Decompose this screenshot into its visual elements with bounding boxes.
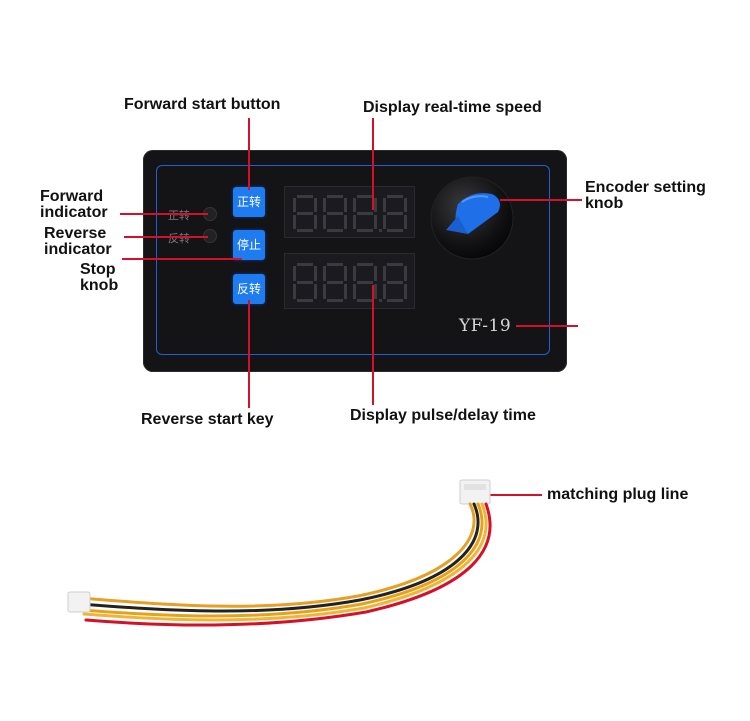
- leader-display-pulse: [372, 285, 374, 405]
- leader-forward-start: [248, 118, 250, 190]
- leader-model: [516, 325, 578, 327]
- forward-indicator-led: [203, 207, 217, 221]
- reverse-indicator-text: 反转: [168, 232, 190, 245]
- label-encoder-setting-knob: Encoder setting knob: [585, 179, 706, 212]
- speed-display: [284, 186, 415, 238]
- label-forward-indicator: Forward indicator: [40, 188, 108, 221]
- speed-display-digits: [293, 195, 407, 232]
- label-stop-knob: Stop knob: [80, 261, 119, 294]
- leader-reverse-indicator: [124, 236, 208, 238]
- label-forward-start-button: Forward start button: [124, 96, 281, 113]
- stop-button[interactable]: 停止: [233, 230, 265, 260]
- leader-reverse-start: [248, 300, 250, 408]
- leader-plug-line: [490, 494, 542, 496]
- label-display-pulse-delay-time: Display pulse/delay time: [350, 407, 536, 424]
- leader-forward-indicator: [120, 213, 208, 215]
- pulse-delay-display: [284, 253, 415, 309]
- leader-encoder: [500, 199, 582, 201]
- label-reverse-indicator: Reverse indicator: [44, 225, 112, 258]
- pulse-display-digits: [293, 263, 407, 302]
- reverse-start-button[interactable]: 反转: [233, 274, 265, 304]
- leader-display-speed: [372, 118, 374, 210]
- forward-start-button[interactable]: 正转: [233, 187, 265, 217]
- encoder-setting-knob[interactable]: [428, 172, 520, 264]
- label-display-real-time-speed: Display real-time speed: [363, 99, 542, 116]
- plug-cable: [67, 479, 492, 627]
- panel-border-accent: [156, 165, 550, 355]
- label-matching-plug-line: matching plug line: [547, 486, 689, 503]
- label-reverse-start-key: Reverse start key: [141, 411, 274, 428]
- forward-indicator-text: 正转: [168, 209, 190, 222]
- reverse-indicator-led: [203, 229, 217, 243]
- leader-stop-knob: [122, 258, 242, 260]
- model-label: YF-19: [459, 316, 512, 336]
